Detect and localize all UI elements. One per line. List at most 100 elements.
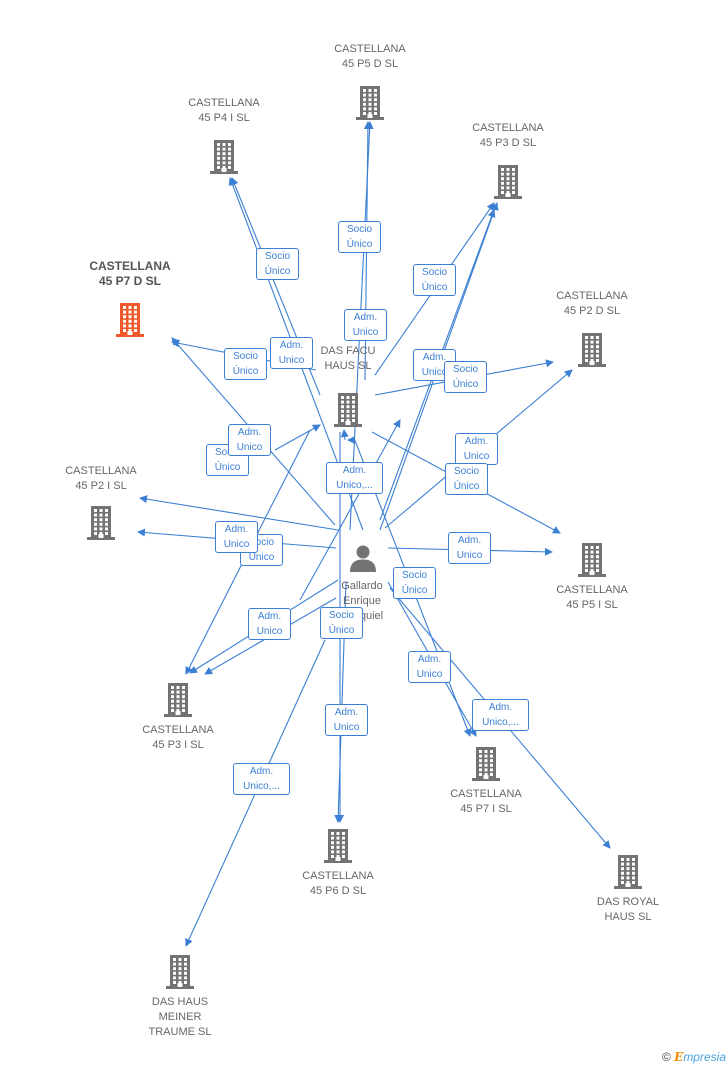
company-node-p3d[interactable] <box>493 165 523 204</box>
relation-label-line: Socio <box>421 267 447 278</box>
relation-label-line: Unico <box>421 367 448 378</box>
company-node-p5d[interactable] <box>355 86 385 125</box>
company-label-line: 45 P7 D SL <box>98 274 162 288</box>
company-label-p5d[interactable]: CASTELLANA 45 P5 D SL <box>310 42 430 72</box>
company-node-p5i[interactable] <box>577 543 607 582</box>
company-label-line: 45 P3 I SL <box>152 739 204 751</box>
relation-label[interactable]: Adm.Unico <box>408 651 451 683</box>
relation-label-line: Socio <box>346 224 372 235</box>
relation-edge <box>299 419 401 601</box>
building-icon <box>210 140 238 174</box>
relation-label-line: Socio <box>453 466 479 477</box>
relation-label-line: Único <box>248 552 275 563</box>
relation-label[interactable]: Adm.Unico <box>455 433 498 465</box>
relation-label-line: Único <box>328 625 355 636</box>
relation-label-line: Único <box>346 239 373 250</box>
relation-label-line: Único <box>264 266 291 277</box>
relation-label[interactable]: Adm.Unico <box>325 704 368 736</box>
company-label-line: CASTELLANA <box>89 259 171 273</box>
relation-label-line: Único <box>401 585 428 596</box>
relation-label-line: Adm. <box>257 611 282 622</box>
company-label-line: MEINER <box>158 1011 202 1023</box>
company-label-line: CASTELLANA <box>334 43 406 55</box>
relation-label-line: Unico,... <box>482 717 519 728</box>
building-icon <box>578 543 606 577</box>
company-node-traume[interactable] <box>165 955 195 994</box>
relation-label-line: Único <box>453 481 480 492</box>
person-icon <box>350 545 376 572</box>
relation-label[interactable]: Adm.Unico <box>248 608 291 640</box>
building-icon <box>494 165 522 199</box>
company-node-royal[interactable] <box>613 855 643 894</box>
company-node-facu[interactable] <box>333 393 363 432</box>
relation-label-line: Socio <box>401 570 427 581</box>
company-node-p7i[interactable] <box>471 747 501 786</box>
relation-label-line: Unico <box>456 550 483 561</box>
company-label-p4i[interactable]: CASTELLANA 45 P4 I SL <box>164 96 284 126</box>
company-label-line: 45 P5 D SL <box>341 58 399 70</box>
relation-label-line: Adm. <box>237 427 262 438</box>
company-node-p6d[interactable] <box>323 829 353 868</box>
relation-label-line: Único <box>421 282 448 293</box>
relation-label[interactable]: Adm. Unico,... <box>233 763 290 795</box>
relation-label-line: Adm. <box>224 524 249 535</box>
building-icon <box>614 855 642 889</box>
building-icon <box>324 829 352 863</box>
company-label-line: DAS HAUS <box>151 996 209 1008</box>
relation-label-line: Adm. <box>249 766 274 777</box>
relation-label-line: Socio <box>452 364 478 375</box>
company-node-p4i[interactable] <box>209 140 239 179</box>
relation-label-line: Adm. <box>488 702 513 713</box>
company-label-line: 45 P7 I SL <box>460 803 512 815</box>
relation-label[interactable]: Adm.Unico,... <box>326 462 383 494</box>
relation-label-line: Adm. <box>353 312 378 323</box>
company-label-line: CASTELLANA <box>188 97 260 109</box>
relation-label[interactable]: Adm. Unico,... <box>472 699 529 731</box>
building-icon <box>578 333 606 367</box>
relation-label[interactable]: Adm. Unico <box>448 532 491 564</box>
company-label-line: 45 P6 D SL <box>309 885 367 897</box>
company-label-line: 45 P2 D SL <box>563 305 621 317</box>
relation-label-line: Unico,... <box>336 480 373 491</box>
person-node[interactable] <box>348 543 378 578</box>
relation-label-line: Unico,... <box>243 781 280 792</box>
relation-label-line: Adm. <box>464 436 489 447</box>
company-label-p7i[interactable]: CASTELLANA 45 P7 I SL <box>426 787 546 817</box>
relation-edge <box>340 429 349 441</box>
building-icon <box>472 747 500 781</box>
building-icon <box>334 393 362 427</box>
relation-label[interactable]: Adm.Unico <box>228 424 271 456</box>
company-node-p2d[interactable] <box>577 333 607 372</box>
relation-edge <box>139 495 339 531</box>
company-node-p3i[interactable] <box>163 683 193 722</box>
relation-label-line: Adm. <box>457 535 482 546</box>
company-label-line: 45 P4 I SL <box>198 112 250 124</box>
company-label-line: CASTELLANA <box>450 788 522 800</box>
company-node-p7d[interactable] <box>115 303 145 342</box>
relation-label-line: Adm. <box>417 654 442 665</box>
company-label-line: CASTELLANA <box>65 465 137 477</box>
relation-label[interactable]: Adm.Unico <box>215 521 258 553</box>
relation-label[interactable]: Adm.Unico <box>270 337 313 369</box>
relation-label[interactable]: Adm.Unico <box>344 309 387 341</box>
company-node-p2i[interactable] <box>86 506 116 545</box>
building-icon <box>164 683 192 717</box>
